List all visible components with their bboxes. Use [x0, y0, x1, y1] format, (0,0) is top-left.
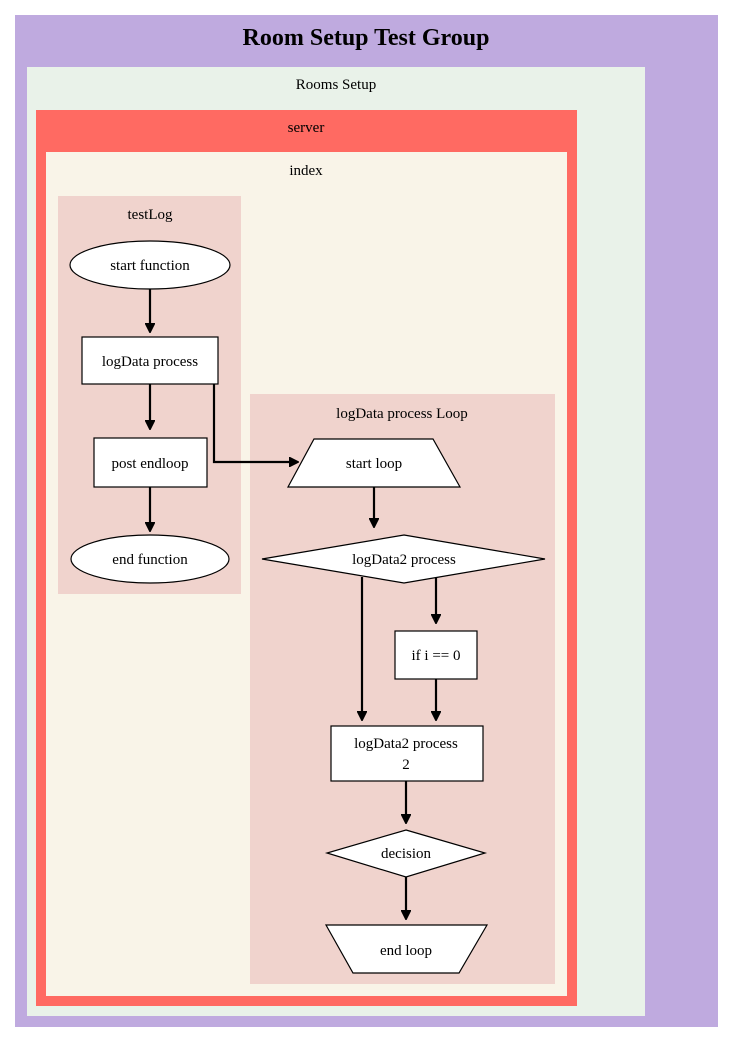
decision-node: decision — [324, 829, 488, 878]
end-loop-node: end loop — [324, 924, 489, 974]
start-function-node: start function — [69, 240, 231, 290]
loop-cluster — [250, 394, 555, 984]
rooms-setup-title: Rooms Setup — [296, 77, 376, 93]
end-function-label: end function — [112, 552, 188, 568]
start-loop-label: start loop — [346, 456, 402, 472]
logdata-process-node: logData process — [81, 336, 219, 385]
start-function-label: start function — [110, 258, 190, 274]
logdata2-process-2-node: logData2 process 2 — [330, 725, 484, 782]
testlog-title: testLog — [128, 207, 173, 223]
start-loop-node: start loop — [286, 438, 462, 488]
index-title: index — [289, 163, 323, 179]
if-i-equals-zero-label: if i == 0 — [412, 648, 461, 664]
logdata2-process-label: logData2 process — [352, 552, 456, 568]
post-endloop-node: post endloop — [93, 437, 208, 488]
edge-logdata-process-to-start-loop — [212, 384, 297, 462]
post-endloop-label: post endloop — [111, 456, 188, 472]
end-loop-label: end loop — [380, 943, 432, 959]
end-function-node: end function — [70, 534, 230, 584]
diagram-title: Room Setup Test Group — [243, 25, 490, 51]
logdata2-process-node: logData2 process — [261, 534, 546, 584]
logdata-process-label: logData process — [102, 354, 198, 370]
logdata2-process-2-label-line2: 2 — [402, 757, 410, 773]
decision-label: decision — [381, 846, 431, 862]
logdata2-process-2-label-line1: logData2 process — [354, 736, 458, 752]
if-i-equals-zero-node: if i == 0 — [394, 630, 478, 680]
loop-title: logData process Loop — [336, 406, 468, 422]
server-title: server — [288, 120, 325, 136]
